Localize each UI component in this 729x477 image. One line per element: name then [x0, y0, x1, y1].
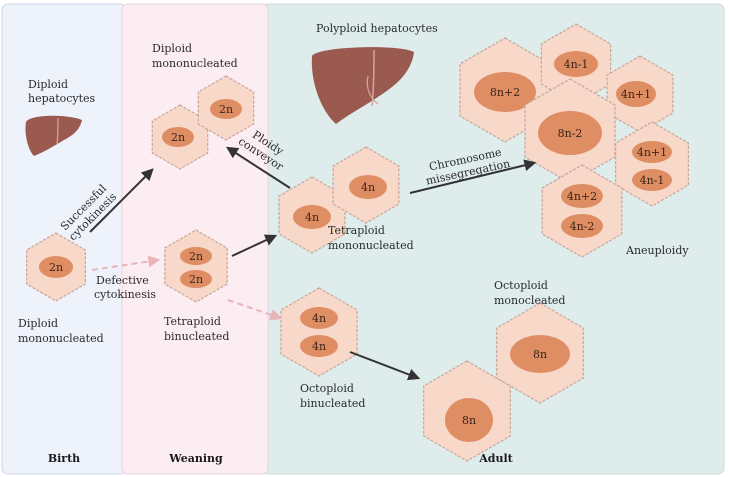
nucleus [300, 307, 338, 329]
nucleus-label: 8n-2 [558, 127, 583, 140]
nucleus [39, 256, 73, 278]
label-polyploid-hepatocytes: Polyploid hepatocytes [316, 22, 438, 35]
nucleus [293, 205, 331, 229]
cell-diploid-top-left: 2n [151, 104, 209, 170]
nucleus [349, 175, 387, 199]
cell-aneuploid-8n-2: 8n-2 [524, 78, 616, 184]
phase-label-adult: Adult [478, 452, 513, 465]
label-diploid-mono-top-2: mononucleated [152, 57, 238, 70]
label-diploid-hepatocytes-2: hepatocytes [28, 92, 96, 105]
label-octoploid-bi-1: Octoploid [300, 382, 354, 395]
label-octoploid-bi-2: binucleated [300, 397, 365, 410]
nucleus [180, 270, 212, 288]
nucleus-label: 8n [462, 414, 476, 427]
nucleus-label: 4n+2 [567, 190, 597, 203]
label-tetraploid-mono-2: mononucleated [328, 239, 414, 252]
cell-tetraploid-right: 4n [332, 146, 400, 224]
nucleus-label: 2n [171, 131, 185, 144]
nucleus-label: 4n-1 [640, 174, 665, 187]
nucleus-label: 4n+1 [621, 88, 651, 101]
nucleus [554, 51, 598, 77]
nucleus [474, 72, 536, 112]
cell-octoploid-left: 8n [423, 360, 511, 462]
arrow-to-tetraploid-mono [231, 234, 278, 257]
cell-tetraploid-bi: 2n 2n [164, 229, 228, 303]
nucleus-label: 2n [49, 261, 63, 274]
nucleus [510, 335, 570, 373]
nucleus-label: 4n [312, 340, 326, 353]
nucleus-label: 4n [361, 181, 375, 194]
nucleus-label: 4n+1 [637, 146, 667, 159]
label-diploid-hepatocytes-1: Diploid [28, 78, 68, 91]
nucleus-label: 4n-1 [564, 58, 589, 71]
nucleus-label: 2n [189, 273, 203, 286]
label-octoploid-mono-2: monocleated [494, 294, 565, 307]
label-tetraploid-bi-1: Tetraploid [164, 315, 221, 328]
label-tetraploid-mono-1: Tetraploid [328, 224, 385, 237]
cell-aneuploid-4n+1-top: 4n+1 [606, 55, 674, 133]
arrow-chromosome-missegregation [409, 159, 537, 194]
cell-membrane [280, 287, 358, 377]
nucleus-label: 4n-2 [570, 220, 595, 233]
nucleus-label: 2n [219, 103, 233, 116]
cell-tetraploid-left: 4n [278, 176, 346, 254]
nucleus [445, 398, 493, 442]
label-octoploid-mono-1: Octoploid [494, 279, 548, 292]
label-diploid-mono-left-1: Diploid [18, 317, 58, 330]
label-aneuploidy: Aneuploidy [625, 244, 689, 257]
nucleus [632, 141, 672, 163]
nucleus [616, 81, 656, 107]
nucleus-label: 8n [533, 348, 547, 361]
cell-aneuploid-4n-pair: 4n+1 4n-1 [614, 121, 690, 207]
arrow-ploidy-conveyor [225, 146, 291, 189]
arrow-to-octoploid-mono [349, 351, 421, 381]
nucleus-label: 2n [189, 250, 203, 263]
cell-octoploid-right: 8n [496, 302, 584, 404]
cell-aneuploid-4n2-pair: 4n+2 4n-2 [541, 164, 623, 258]
nucleus [162, 127, 194, 147]
nucleus [561, 214, 603, 238]
nucleus-label: 4n [312, 312, 326, 325]
cell-octoploid-bi: 4n 4n [280, 287, 358, 377]
label-defective-1: Defective [96, 274, 149, 287]
phase-label-weaning: Weaning [168, 452, 223, 465]
label-defective-2: cytokinesis [94, 288, 156, 301]
nucleus [632, 169, 672, 191]
nucleus [210, 99, 242, 119]
cells-layer: 2n 2n 2n 2n 2n 4n 4n 4n 4n 8n 8n 8n+2 4n-1 4n+1 8n-2 4n… [26, 23, 690, 462]
label-tetraploid-bi-2: binucleated [164, 330, 229, 343]
liver-icon-polyploid [311, 47, 414, 124]
label-chromosome-missegregation: Chromosome missegregation [425, 146, 512, 188]
nucleus-label: 4n [305, 211, 319, 224]
nucleus [180, 247, 212, 265]
arrow-defective-cytokinesis [91, 255, 161, 271]
label-diploid-mono-left-2: mononucleated [18, 332, 104, 345]
arrow-successful-cytokinesis [89, 168, 154, 233]
cell-aneuploid-4n-1: 4n-1 [540, 23, 612, 105]
cell-diploid-top-right: 2n [197, 75, 255, 141]
nucleus [538, 111, 602, 155]
phase-label-birth: Birth [48, 452, 80, 465]
cell-membrane [614, 121, 690, 207]
nucleus-label: 8n+2 [490, 86, 520, 99]
cell-membrane [164, 229, 228, 303]
label-diploid-mono-top-1: Diploid [152, 42, 192, 55]
nucleus [300, 335, 338, 357]
cell-diploid-birth: 2n [26, 232, 87, 302]
liver-icon-diploid [25, 115, 82, 156]
nucleus [561, 184, 603, 208]
arrow-to-octoploid-bi [227, 299, 283, 321]
cell-membrane [541, 164, 623, 258]
